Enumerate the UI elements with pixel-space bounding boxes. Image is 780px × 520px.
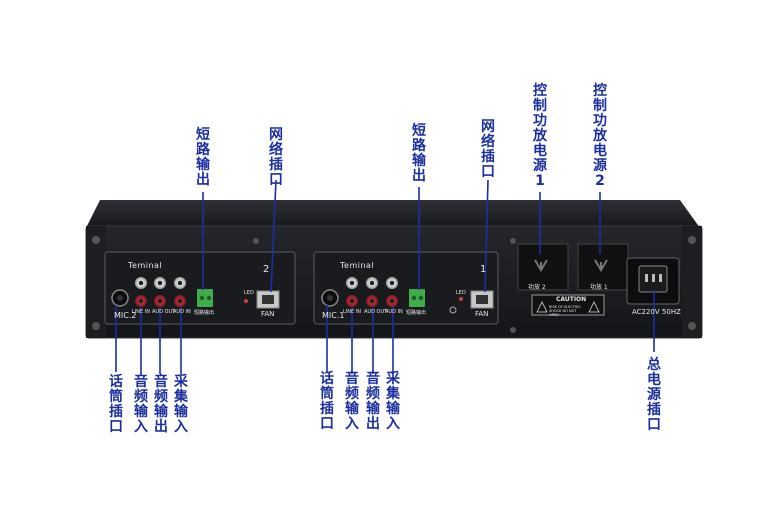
led-2	[244, 299, 248, 303]
short-output-terminal-2	[197, 289, 213, 307]
rack-screw	[688, 322, 696, 330]
panel-screw	[510, 238, 516, 244]
rca-jack	[386, 277, 398, 289]
label-audio-in-1: 音频输入	[345, 371, 359, 432]
warning-icon	[536, 301, 548, 313]
aud-in-label: AUD IN	[385, 309, 403, 315]
label-network-port-2: 网络插口	[269, 127, 283, 188]
rca-jack	[135, 277, 147, 289]
terminal-1-title: Teminal	[340, 261, 375, 270]
label-mic-port-1: 话筒插口	[320, 371, 334, 432]
mic-1-label: MIC.1	[322, 311, 345, 320]
outlet-2-label: 功放 2	[528, 284, 546, 291]
line-in-label: LINE IN	[132, 309, 150, 315]
label-short-output-1: 短路输出	[412, 123, 426, 184]
label-short-output-2: 短路输出	[196, 127, 210, 188]
label-amp-power-1: 控制功放电源1	[533, 83, 547, 189]
caution-text: CAUTION	[556, 296, 587, 303]
label-amp-power-2: 控制功放电源2	[593, 83, 607, 189]
label-audio-in-2: 音频输入	[134, 374, 148, 435]
rack-screw	[92, 236, 100, 244]
label-audio-out-1: 音频输出	[366, 371, 380, 432]
terminal-1-number: 1	[480, 264, 487, 275]
mic-2-label: MIC.2	[114, 311, 137, 320]
led-label: LED	[456, 290, 466, 296]
terminal-2-title: Teminal	[128, 261, 163, 270]
rca-jack	[154, 295, 166, 307]
rca-jack	[174, 277, 186, 289]
power-rating: AC220V 50HZ	[632, 308, 681, 316]
aud-out-label: AUD OUT	[152, 309, 176, 315]
outlet-1-label: 功放 1	[590, 284, 608, 291]
pointer-lines	[115, 179, 655, 374]
rca-jack	[366, 277, 378, 289]
panel-screw	[253, 238, 259, 244]
fan-label: FAN	[261, 310, 275, 318]
label-main-power: 总电源插口	[647, 357, 661, 433]
led-label: LED	[244, 290, 254, 296]
terminal-2-module	[104, 251, 296, 325]
aud-in-label: AUD IN	[173, 309, 191, 315]
rca-jack	[386, 295, 398, 307]
rca-jack	[174, 295, 186, 307]
rca-jack	[346, 295, 358, 307]
rack-screw	[688, 236, 696, 244]
led-1	[459, 297, 463, 301]
fan-label: FAN	[475, 310, 489, 318]
label-audio-out-2: 音频输出	[154, 374, 168, 435]
caution-subtext: RISK OF ELECTRIC SHOCK DO NOT OPEN	[549, 305, 581, 317]
chassis-top	[86, 200, 700, 228]
terminal-2-number: 2	[263, 264, 270, 275]
rca-jack	[346, 277, 358, 289]
short-output-terminal-1	[409, 289, 425, 307]
label-capture-in-1: 采集输入	[386, 371, 400, 432]
warning-icon	[588, 301, 600, 313]
rca-jack	[154, 277, 166, 289]
line-in-label: LINE IN	[343, 309, 361, 315]
panel-screw	[510, 327, 516, 333]
short-output-panel-label: 短路输出	[194, 310, 215, 316]
rca-jack	[135, 295, 147, 307]
rca-jack	[366, 295, 378, 307]
aud-out-label: AUD OUT	[364, 309, 388, 315]
rack-screw	[92, 322, 100, 330]
label-network-port-1: 网络插口	[481, 119, 495, 180]
label-mic-port-2: 话筒插口	[109, 374, 123, 435]
caution-plate	[531, 294, 605, 316]
terminal-1-module	[313, 251, 499, 325]
short-output-panel-label: 短路输出	[406, 310, 427, 316]
label-capture-in-2: 采集输入	[174, 374, 188, 435]
